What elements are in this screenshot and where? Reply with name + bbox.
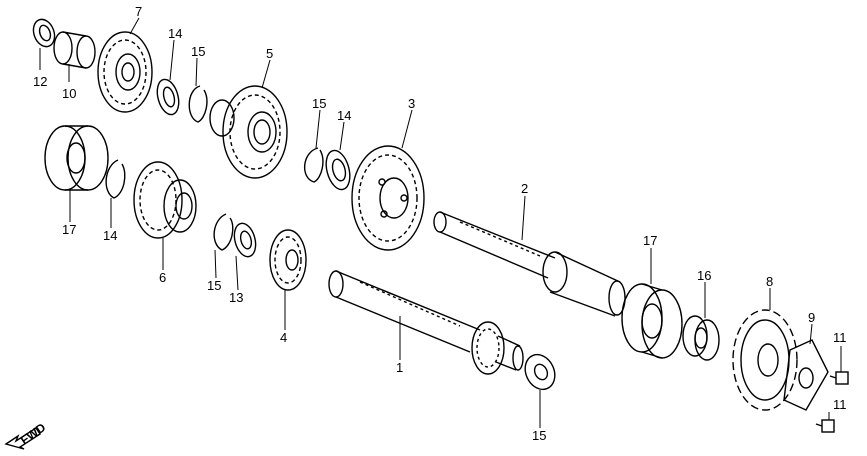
circlip-15-left <box>105 159 126 199</box>
fixing-plate-9 <box>783 339 829 411</box>
part-label-4: 4 <box>280 330 287 345</box>
thrust-washer-14-upper <box>156 78 180 116</box>
part-label-10: 10 <box>62 86 76 101</box>
part-label-5: 5 <box>266 46 273 61</box>
part-label-6: 6 <box>159 270 166 285</box>
part-label-15-middle: 15 <box>312 96 326 111</box>
thrust-washer-14-lower <box>233 222 257 258</box>
gear-4 <box>269 229 307 291</box>
part-label-3: 3 <box>408 96 415 111</box>
part-label-15-left: 14 <box>103 228 117 243</box>
part-label-7: 7 <box>135 4 142 19</box>
part-label-9: 9 <box>808 310 815 325</box>
part-label-8: 8 <box>766 274 773 289</box>
bushing-10 <box>53 31 96 69</box>
bearing-17-left <box>44 125 109 191</box>
bolt-11-upper <box>829 371 849 385</box>
washer-13 <box>32 18 56 48</box>
washer-12 <box>524 353 556 391</box>
countershaft-2 <box>433 211 626 317</box>
leader-lines <box>39 17 842 428</box>
part-label-11-lower: 11 <box>833 397 847 412</box>
part-label-12: 15 <box>532 428 546 443</box>
oil-seal-16 <box>682 315 720 361</box>
part-label-17-right: 17 <box>643 233 657 248</box>
part-label-2: 2 <box>521 181 528 196</box>
part-label-16: 16 <box>697 268 711 283</box>
part-label-14-upper: 14 <box>168 26 182 41</box>
part-label-1: 1 <box>396 360 403 375</box>
bolt-11-lower <box>815 419 835 433</box>
drive-sprocket-8 <box>732 309 798 411</box>
mainshaft-1 <box>328 270 524 375</box>
bearing-17-right <box>621 283 683 359</box>
circlip-15-middle <box>304 147 324 183</box>
part-label-15-upper: 15 <box>191 44 205 59</box>
part-label-14-middle: 14 <box>337 108 351 123</box>
part-label-11-upper: 11 <box>833 330 847 345</box>
gear-6 <box>133 161 197 239</box>
part-label-15-lower: 15 <box>207 278 221 293</box>
gear-3 <box>351 145 425 251</box>
part-label-14-lower: 13 <box>229 290 243 305</box>
thrust-washer-14-middle <box>325 149 351 191</box>
circlip-15-upper <box>188 85 208 123</box>
part-label-17-left: 17 <box>62 222 76 237</box>
gear-5 <box>209 85 288 179</box>
gear-7 <box>97 31 153 113</box>
circlip-15-lower <box>213 213 234 251</box>
part-label-13: 12 <box>33 74 47 89</box>
fwd-arrow-icon <box>4 427 41 450</box>
fwd-label: FWD <box>18 420 49 447</box>
